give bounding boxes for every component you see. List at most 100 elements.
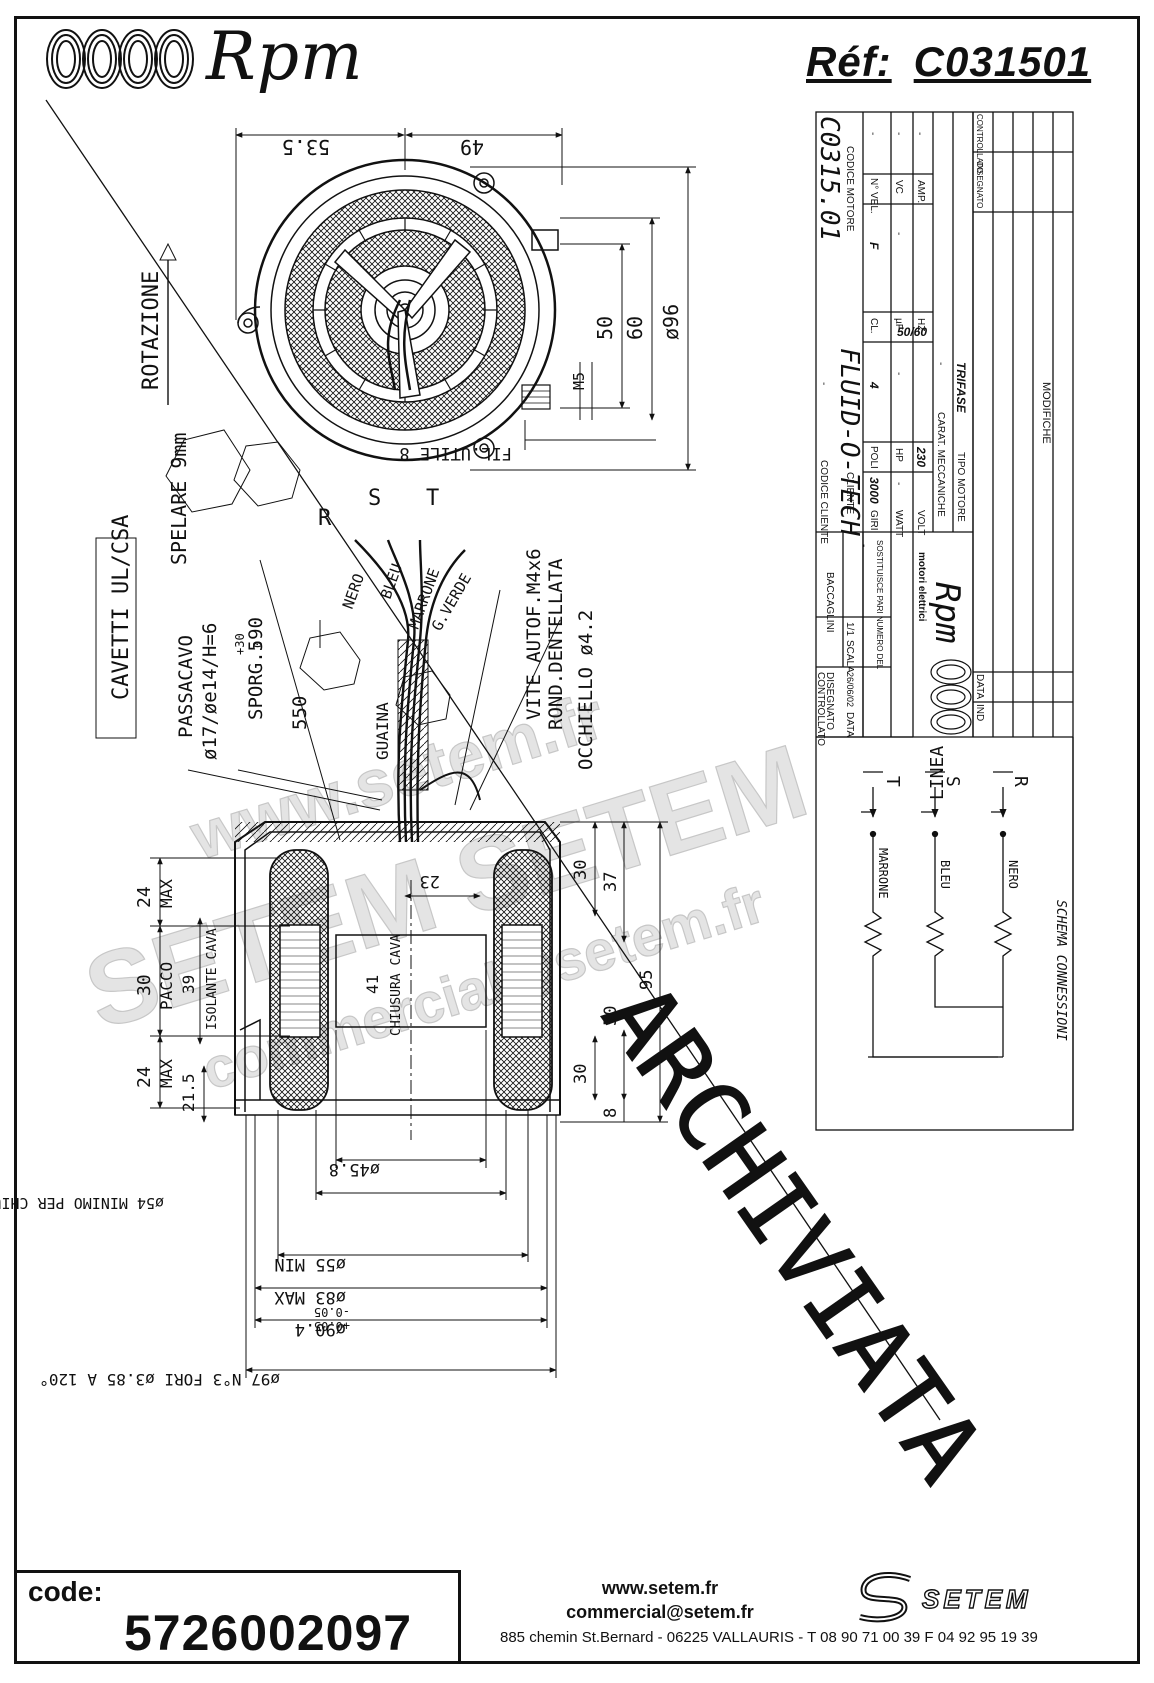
tb-vc-label: VC [893, 180, 904, 194]
phase-r: R [318, 506, 332, 531]
tb-giri-value: 3000 [867, 477, 881, 504]
dim-dia-96: ø96 [659, 304, 683, 340]
tb-disegnato-label: DISEGNATO [824, 672, 835, 730]
archive-stamp: ARCHIVIATA [581, 964, 1004, 1502]
tb-data-label: DATA [844, 712, 855, 738]
chiusura-cava: CHIUSURA CAVA [389, 934, 404, 1036]
max-bottom: MAX [157, 1059, 176, 1088]
tb-hp-value: - [893, 372, 904, 375]
dim-39: 39 [179, 975, 198, 994]
tb-watt-label: WATT [893, 510, 904, 537]
tb-cl-value: F [867, 242, 881, 250]
dia-45-8: ø45.8 [329, 1159, 380, 1179]
cable-standard: CAVETTI UL/CSA [109, 515, 134, 700]
rotation-label: ROTAZIONE [139, 271, 164, 390]
tb-cliente-value: FLUID-O-TECH [834, 348, 864, 536]
tb-hz-label: HZ [915, 318, 926, 331]
tb-hz-value: 50/60 [897, 325, 927, 339]
side-dimensions [150, 821, 668, 1378]
drawing-frame [14, 16, 1140, 1664]
dim-30-upper: 30 [571, 860, 591, 880]
dia-83: ø83 MAX [274, 1287, 346, 1307]
tb-data-value: 26/06/02 [845, 672, 855, 707]
dim-8: 8 [601, 1108, 621, 1118]
connection-schema [861, 771, 1013, 1058]
dim-30-pacco: 30 [134, 974, 155, 996]
strip-length: SPELARE 9mm [167, 433, 191, 565]
thread-length: FIL.UTILE 8 [399, 443, 512, 463]
website-link[interactable]: www.setem.fr [601, 1578, 719, 1598]
tb-uf-label: µF [893, 318, 904, 330]
company-address: 885 chemin St.Bernard - 06225 VALLAURIS … [500, 1629, 1038, 1646]
tb-sostituisce: SOSTITUISCE PARI NUMERO DEL [875, 540, 884, 670]
tb-watt-value: - [893, 482, 904, 485]
brand-name: Rpm [206, 18, 364, 95]
phase-s: S [368, 486, 381, 511]
dim-m5: M5 [570, 372, 588, 390]
dia-54: ø54 MINIMO PER CHIUSURA CAVA ED ISOL.CAV… [0, 1194, 164, 1212]
protrusion-tol-upper: +30 [233, 633, 247, 655]
ref-label: Réf: [806, 38, 892, 85]
tb-amp-label: AMP. [915, 180, 926, 203]
reference-number: Réf:C031501 [806, 38, 1091, 86]
tb-controllato: CONTROLLATO [975, 114, 984, 173]
dim-41: 41 [363, 975, 382, 994]
dim-53-5: 53.5 [282, 135, 330, 159]
tb-nvel-value: - [867, 132, 878, 135]
tb-codice-motore-label: CODICE MOTORE [844, 146, 855, 232]
schema-wire-bleu: BLEU [938, 860, 952, 889]
contact-block: www.setem.fr commercial@setem.fr [470, 1576, 850, 1624]
dia-90-4-tol-lower: -0.05 [314, 1305, 350, 1319]
tb-uf-value: - [893, 232, 904, 235]
dim-24-bottom: 24 [134, 1066, 155, 1088]
title-block: MODIFICHE DISEGNATO CONTROLLATO IND DATA… [814, 111, 1074, 1131]
tb-company-name: Rpm [927, 582, 967, 643]
dim-37: 37 [601, 872, 621, 892]
tb-tipo-motore-value: TRIFASE [954, 362, 968, 414]
tb-disegnato-value: BACCAGLINI [824, 572, 835, 633]
tb-controllato-label: CONTROLLATO [815, 672, 826, 746]
dim-49: 49 [460, 135, 484, 159]
tb-modifiche: MODIFICHE [1040, 382, 1052, 444]
washer: ROND.DENTELLATA [545, 558, 567, 730]
rpm-coil-logo [46, 29, 194, 89]
schema-title: SCHEMA CONNESSIONI [1053, 900, 1068, 1041]
tb-codice-motore-value: C0315.01 [814, 116, 844, 241]
screw: VITE AUTOF.M4x6 [523, 548, 545, 720]
pacco: PACCO [157, 962, 176, 1010]
tb-sostituisce-value: - [858, 544, 869, 547]
grommet: PASSACAVO [175, 635, 197, 738]
max-top: MAX [157, 879, 176, 908]
tb-nvel-label: N° VEL. [868, 178, 879, 214]
dim-60: 60 [623, 316, 647, 340]
email-link[interactable]: commercial@setem.fr [566, 1602, 754, 1622]
wire-nero: NERO [339, 571, 368, 611]
motor-side-section [234, 821, 561, 1140]
tb-data: DATA [974, 674, 985, 700]
tb-codice-cliente-label: CODICE CLIENTE [818, 460, 829, 544]
tb-ind: IND [974, 704, 985, 721]
tb-carat-value: - [935, 362, 946, 365]
tb-hp-label: HP [893, 448, 904, 462]
dia-55: ø55 MIN [274, 1254, 346, 1274]
dim-30-lower: 30 [571, 1064, 591, 1084]
schema-phase-t: T [882, 776, 903, 787]
dim-95: 95 [637, 970, 657, 990]
code-value: 5726002097 [124, 1605, 413, 1661]
isolante-cava: ISOLANTE CAVA [205, 928, 220, 1030]
tb-giri-label: GIRI [868, 510, 879, 531]
tb-scala-value: 1/1 [844, 622, 855, 636]
tb-poli-label: POLI [868, 446, 879, 469]
tb-carat-label: CARAT. MECCANICHE [935, 412, 946, 517]
wire-bleu: BLEU [377, 561, 406, 601]
tb-volt-value: 230 [914, 446, 928, 467]
tb-tipo-motore-label: TIPO MOTORE [955, 452, 966, 522]
cable-labels: CAVETTI UL/CSA SPELARE 9mm R S T NERO BL… [109, 433, 597, 770]
motor-top-view [237, 158, 559, 462]
schema-phase-r: R [1010, 776, 1031, 787]
tb-amp-value: - [914, 132, 925, 135]
tb-codice-cliente-value: - [818, 382, 829, 385]
dim-24-top: 24 [134, 886, 155, 908]
top-view-labels: 53.5 49 50 60 ø96 M5 FIL.UTILE 8 ROTAZIO… [139, 135, 683, 463]
